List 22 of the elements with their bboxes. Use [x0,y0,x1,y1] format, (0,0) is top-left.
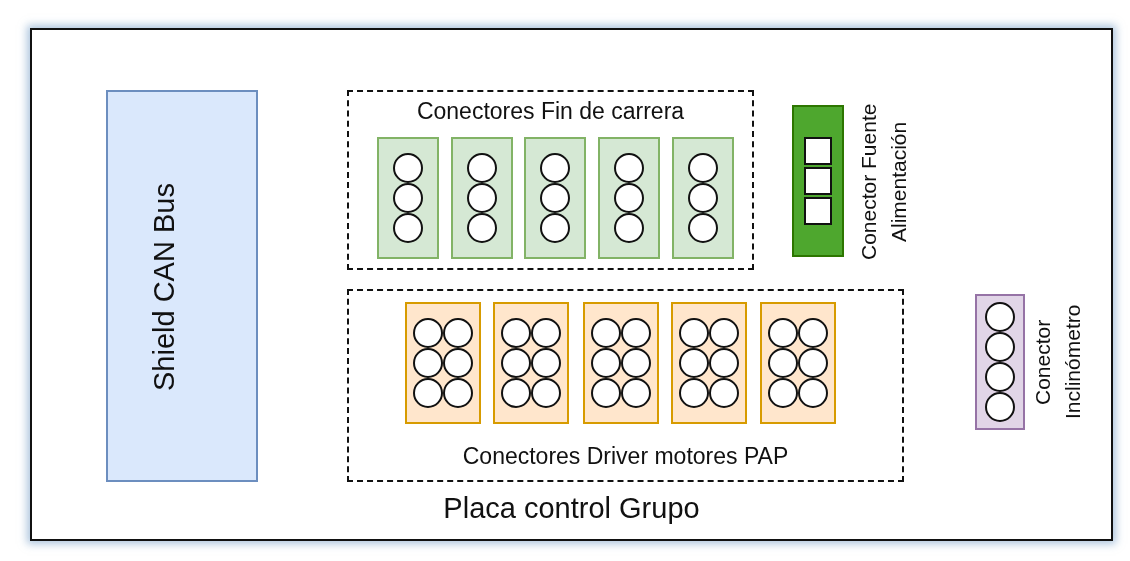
pin-header [672,137,734,259]
power-connector [792,105,844,257]
pin-header [524,137,586,259]
pin-header [975,294,1025,430]
connector-group-outline [347,289,904,482]
pin-header [451,137,513,259]
shield-module [106,90,258,482]
connector-group-outline [347,90,754,270]
pin-header [760,302,836,424]
connector-label: Conector Inclinómetro [1030,303,1085,422]
group-title: Conectores Fin de carrera [415,98,686,125]
pin-header [671,302,747,424]
pin-header [377,137,439,259]
pin-header [598,137,660,259]
group-title: Conectores Driver motores PAP [461,443,790,470]
pin-header [493,302,569,424]
pin-header [405,302,481,424]
board-title: Placa control Grupo [442,492,701,525]
module-label: Shield CAN Bus [147,182,181,393]
pin-header [583,302,659,424]
circuit-board [30,28,1113,541]
connector-label: Conector Fuente Alimentación [856,102,911,262]
